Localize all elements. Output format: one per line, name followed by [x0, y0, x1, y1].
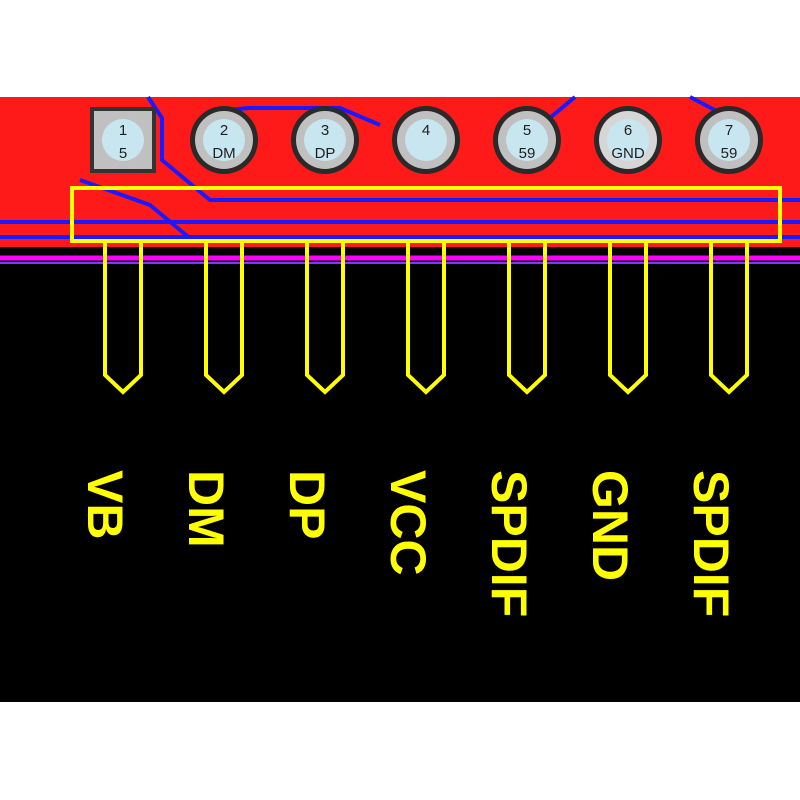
pin-outline-5	[507, 242, 547, 395]
pad-4: 4	[392, 106, 460, 174]
silkscreen-label: VCC	[380, 470, 436, 576]
pad-net: 5	[119, 145, 127, 162]
drill-hole	[405, 119, 447, 161]
drill-hole	[203, 119, 245, 161]
pad-number: 3	[321, 122, 329, 139]
silkscreen-label: VB	[77, 470, 133, 539]
drill-hole	[506, 119, 548, 161]
pad-5: 559	[493, 106, 561, 174]
pad-number: 6	[624, 122, 632, 139]
pin-outline-6	[608, 242, 648, 395]
pad-3: 3DP	[291, 106, 359, 174]
pad-number: 7	[725, 122, 733, 139]
pad-net: 59	[721, 145, 738, 162]
pad-net: DM	[212, 145, 235, 162]
pin-outline-1	[103, 242, 143, 395]
pad-net: DP	[315, 145, 336, 162]
pad-net: 59	[519, 145, 536, 162]
silkscreen-label: SPDIF	[481, 470, 537, 617]
drill-hole	[304, 119, 346, 161]
silkscreen-labels: VB DM DP VCC SPDIF GND SPDIF	[77, 470, 739, 617]
pin-outline-7	[709, 242, 749, 395]
silkscreen-label: DM	[178, 470, 234, 548]
drill-hole	[708, 119, 750, 161]
drill-hole	[607, 119, 649, 161]
pad-2: 2DM	[190, 106, 258, 174]
header-outline	[70, 186, 782, 243]
trace-vb	[146, 95, 800, 202]
pad-number: 2	[220, 122, 228, 139]
drill-hole	[102, 119, 144, 161]
pin-outline-3	[305, 242, 345, 395]
pad-number: 4	[422, 122, 430, 139]
bottom-margin	[0, 702, 800, 800]
pin-outline-4	[406, 242, 446, 395]
silkscreen-label: GND	[582, 470, 638, 581]
top-margin	[0, 0, 800, 97]
pad-7: 759	[695, 106, 763, 174]
pad-number: 5	[523, 122, 531, 139]
silkscreen-label: SPDIF	[683, 470, 739, 617]
pad-number: 1	[119, 122, 127, 139]
pad-1: 15	[90, 107, 156, 173]
pin-outlines	[103, 242, 749, 395]
pad-net: GND	[611, 145, 645, 162]
silkscreen-label: DP	[279, 470, 335, 539]
pin-outline-2	[204, 242, 244, 395]
